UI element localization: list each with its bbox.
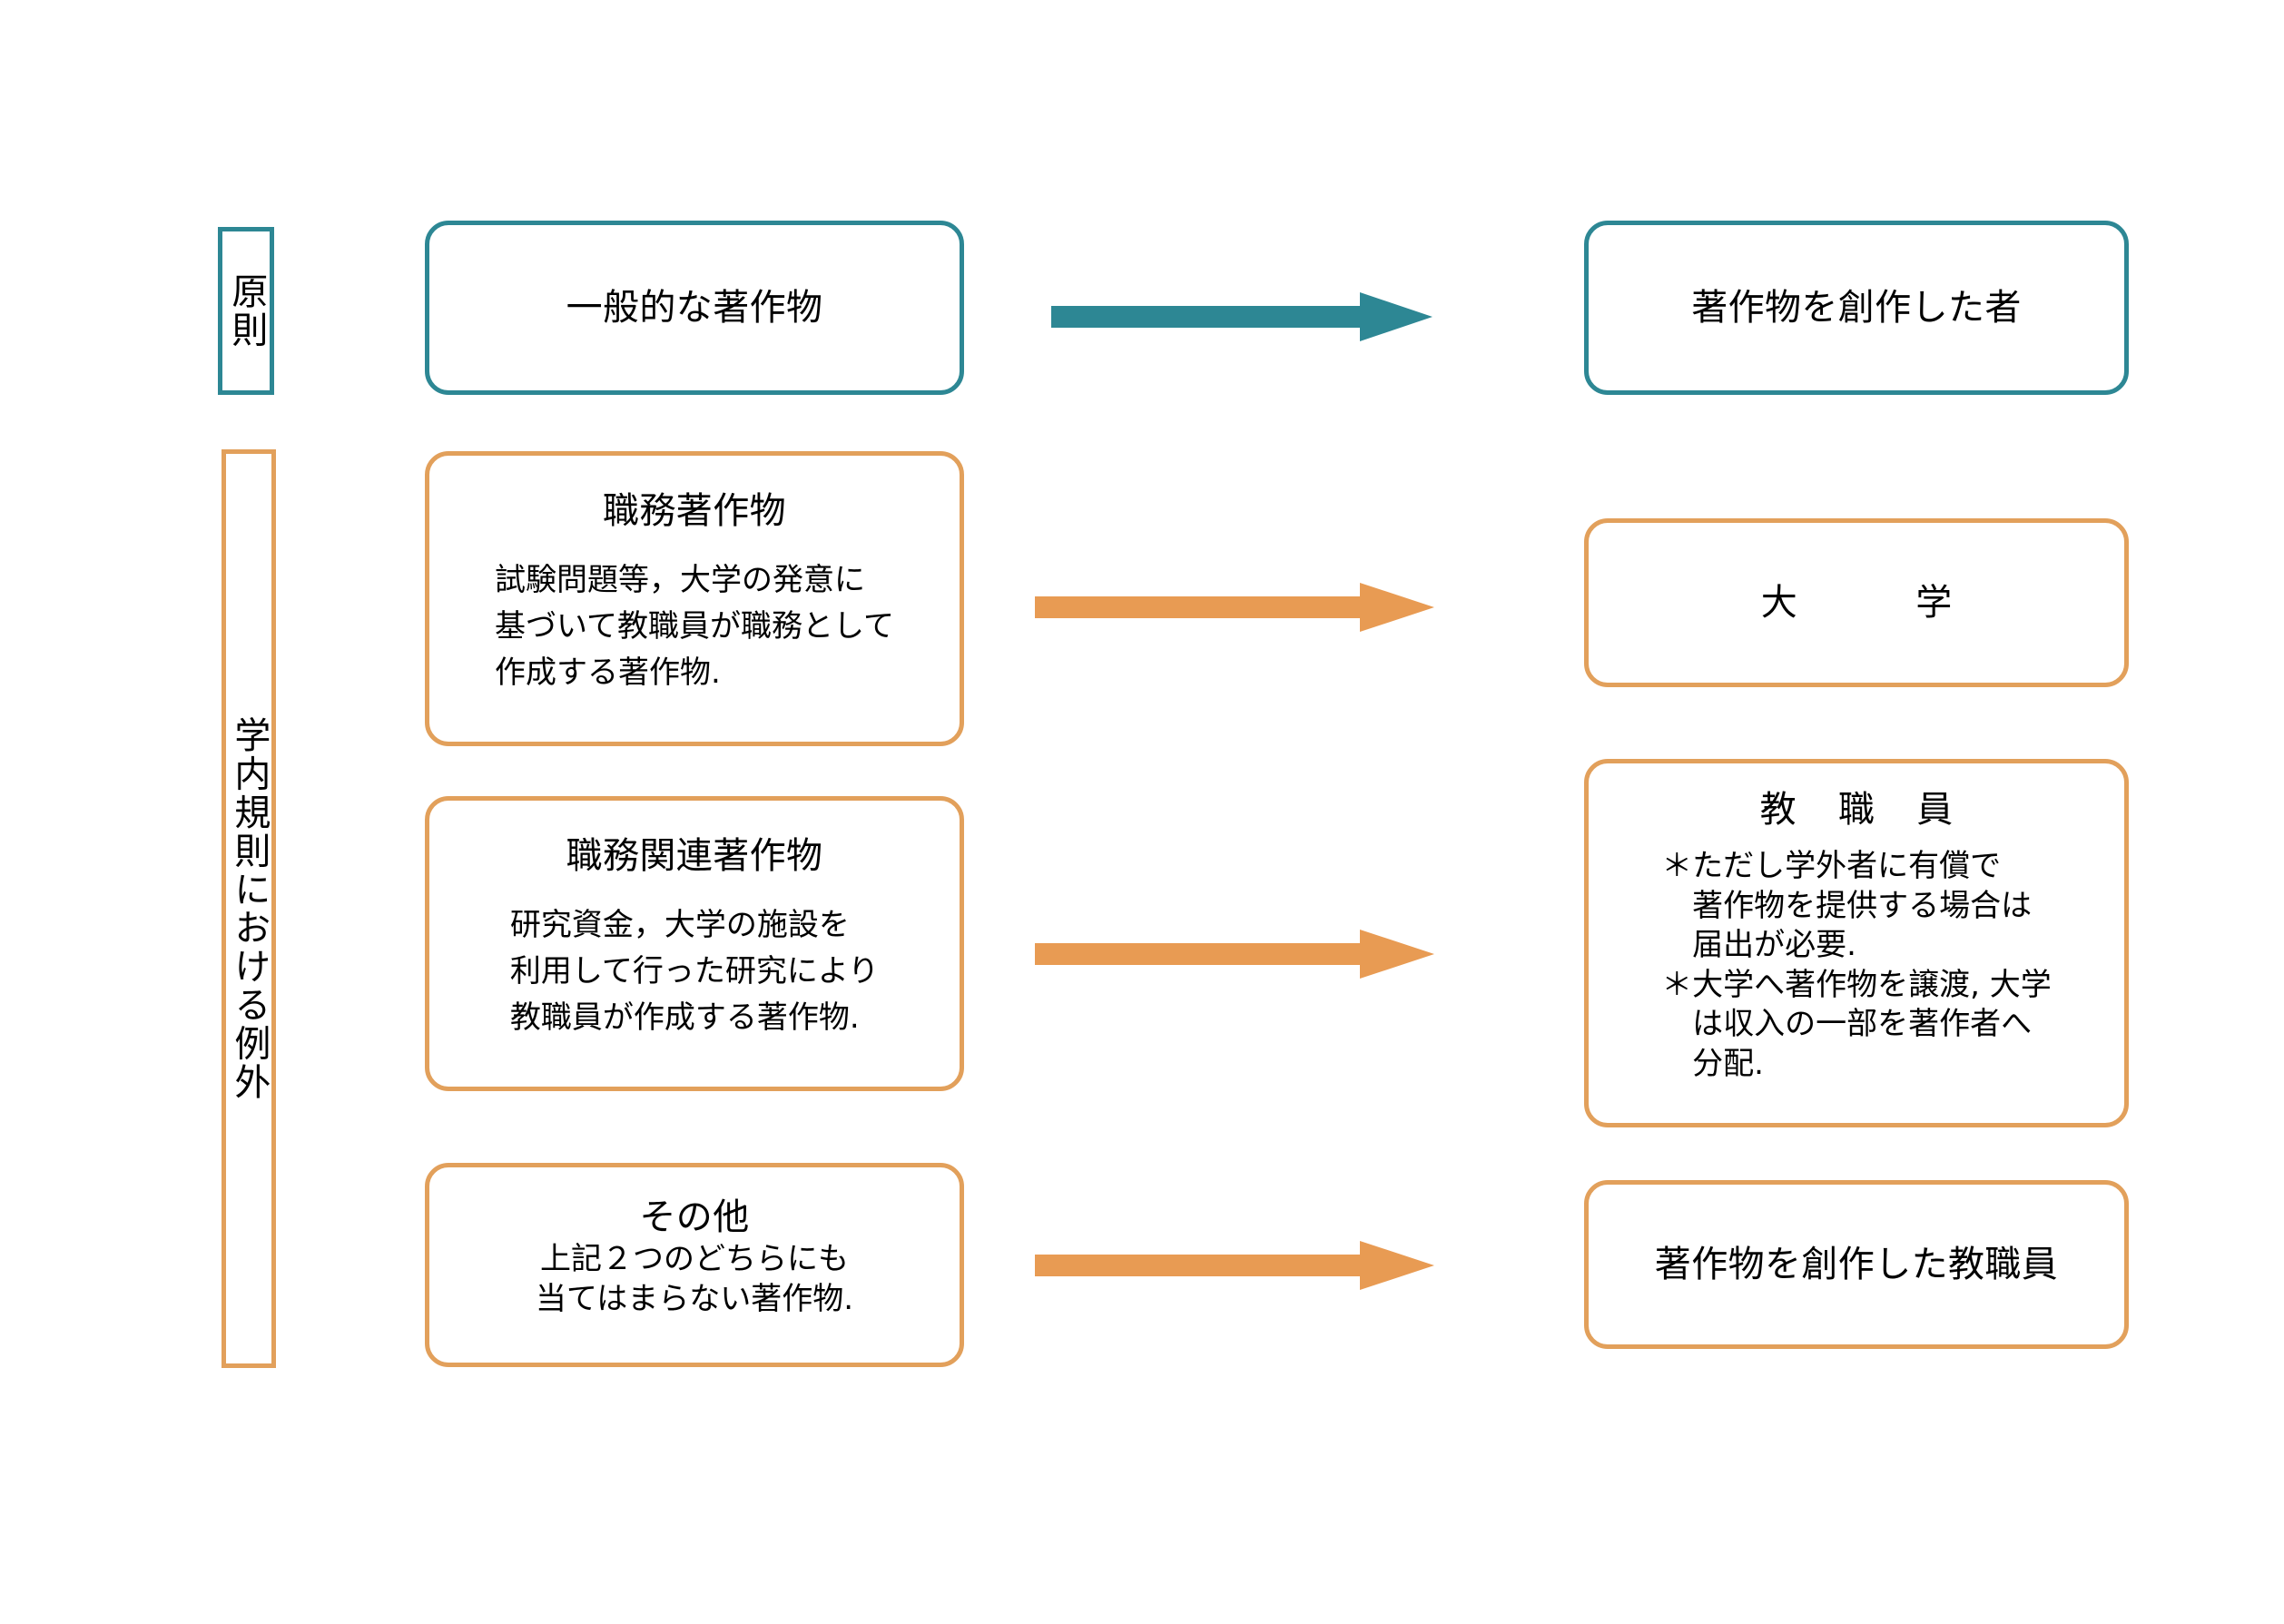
source-box-work-related-to-duties: 職務関連著作物 研究資金，大学の施設を 利用して行った研究により 教職員が作成す… [425, 796, 964, 1091]
target-body-faculty-staff: ＊ただし学外者に有償で 著作物を提供する場合は 届出が必要. ＊大学へ著作物を譲… [1661, 848, 2052, 1082]
arrow-right-icon [1035, 583, 1434, 632]
target-title-other-works: 著作物を創作した教職員 [1654, 1243, 2059, 1285]
left-label-principle: 原則 [218, 227, 274, 395]
left-label-exception: 学内規則における例外 [222, 449, 276, 1368]
target-box-general-work: 著作物を創作した者 [1584, 221, 2129, 395]
source-box-work-made-for-hire: 職務著作物 試験問題等，大学の発意に 基づいて教職員が職務として 作成する著作物… [425, 451, 964, 746]
target-box-university: 大 学 [1584, 518, 2129, 687]
source-box-general-work: 一般的な著作物 [425, 221, 964, 395]
source-body-work-related-to-duties: 研究資金，大学の施設を 利用して行った研究により 教職員が作成する著作物. [509, 907, 880, 1037]
arrow-work-related-to-duties [1035, 928, 1434, 980]
target-title-faculty-staff: 教 職 員 [1759, 789, 1969, 831]
arrow-general-work [1051, 290, 1432, 343]
source-title-general-work: 一般的な著作物 [566, 286, 823, 329]
target-title-university: 大 学 [1760, 581, 1967, 624]
source-title-work-related-to-duties: 職務関連著作物 [566, 835, 823, 877]
left-label-exception-text: 学内規則における例外 [228, 716, 271, 1101]
arrow-right-icon [1051, 292, 1432, 341]
source-title-other-works: その他 [639, 1196, 750, 1238]
left-label-principle-text: 原則 [225, 272, 268, 349]
target-box-faculty-staff: 教 職 員 ＊ただし学外者に有償で 著作物を提供する場合は 届出が必要. ＊大学… [1584, 759, 2129, 1127]
source-title-work-made-for-hire: 職務著作物 [603, 490, 786, 532]
source-box-other-works: その他 上記２つのどちらにも 当てはまらない著作物. [425, 1163, 964, 1367]
target-title-general-work: 著作物を創作した者 [1691, 286, 2022, 329]
target-box-other-works: 著作物を創作した教職員 [1584, 1180, 2129, 1349]
source-body-work-made-for-hire: 試験問題等，大学の発意に 基づいて教職員が職務として 作成する著作物. [495, 562, 894, 692]
source-body-other-works: 上記２つのどちらにも 当てはまらない著作物. [535, 1241, 854, 1317]
arrow-right-icon [1035, 1241, 1434, 1290]
arrow-other-works [1035, 1239, 1434, 1292]
arrow-right-icon [1035, 930, 1434, 979]
arrow-work-made-for-hire [1035, 581, 1434, 634]
